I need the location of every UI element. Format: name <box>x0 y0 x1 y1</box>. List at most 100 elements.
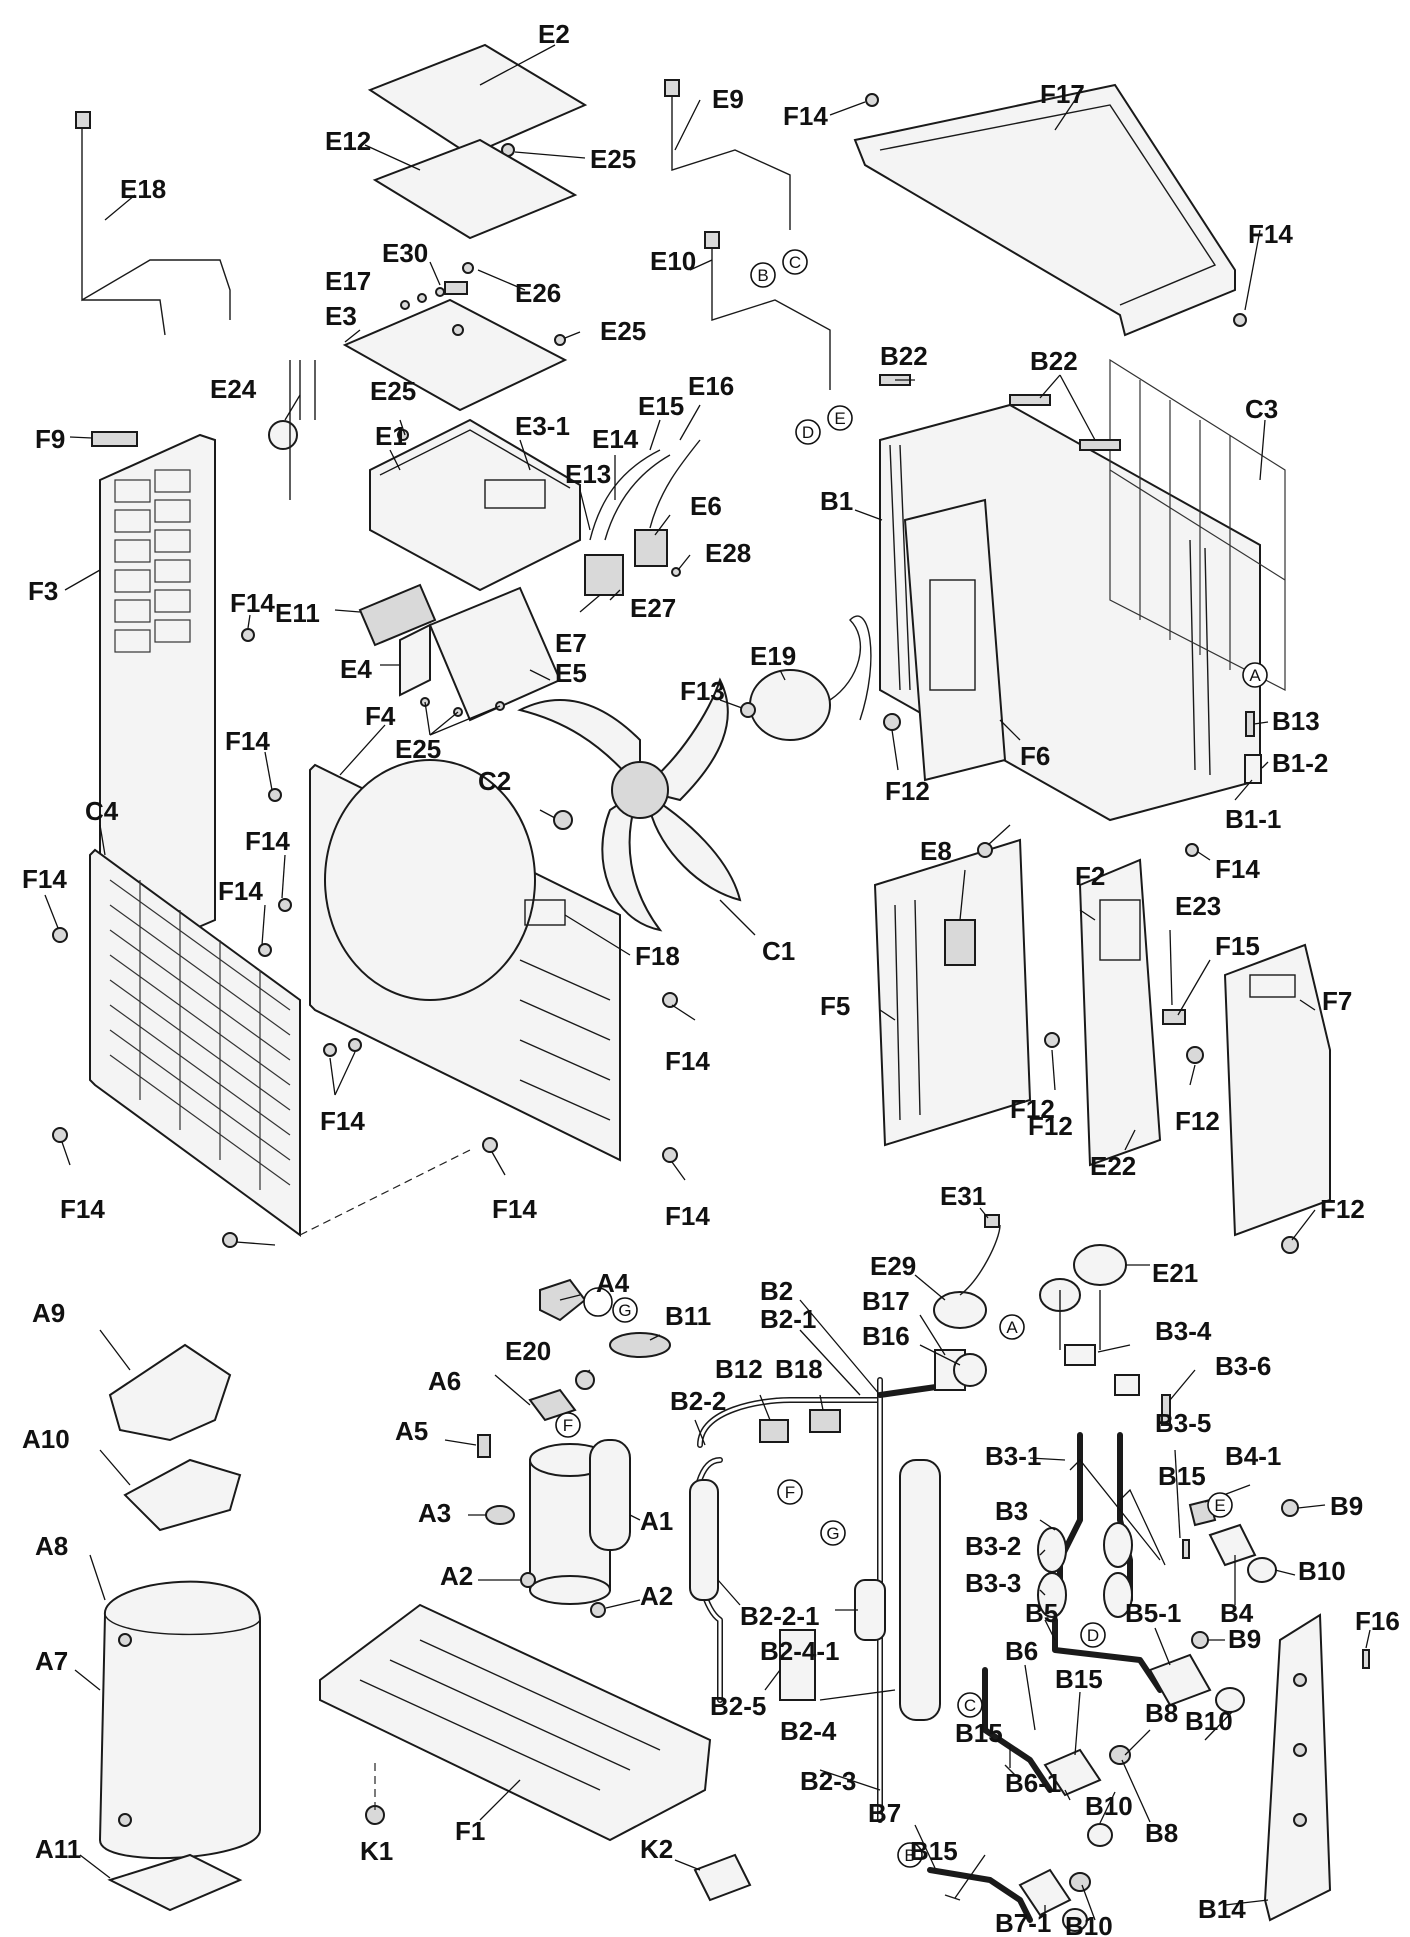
e1-edge <box>379 429 571 489</box>
f14-screw-fp-c <box>258 943 272 957</box>
callout-f5: F5 <box>820 991 850 1021</box>
callout-e3-1: E3-1 <box>515 411 570 441</box>
callout-b5: B5 <box>1025 1598 1058 1628</box>
f14-screw-f2 <box>1185 843 1199 857</box>
callout-f17: F17 <box>1040 79 1085 109</box>
callout-b8-b: B8 <box>1145 1818 1178 1848</box>
connector-a-top: A <box>1249 666 1261 685</box>
callout-f14-top-b: F14 <box>1248 219 1293 249</box>
b9-cap-a <box>1191 1631 1209 1649</box>
connector-b-top: B <box>757 266 768 285</box>
callout-e25-d: E25 <box>395 734 441 764</box>
callout-e10: E10 <box>650 246 696 276</box>
a3-nut <box>485 1505 515 1525</box>
connector-b-pipe: B <box>904 1846 915 1865</box>
f14-screw-fp-b <box>278 898 292 912</box>
callout-e20: E20 <box>505 1336 551 1366</box>
callout-b10-c: B10 <box>1085 1791 1133 1821</box>
callout-e3: E3 <box>325 301 357 331</box>
f14-screw-top-b <box>1233 313 1247 327</box>
callout-a11: A11 <box>35 1834 81 1864</box>
connector-e-top: E <box>834 409 845 428</box>
callout-b15-c: B15 <box>955 1718 1003 1748</box>
callout-k2: K2 <box>640 1834 673 1864</box>
b10-nut-d <box>1062 1908 1088 1932</box>
callout-e13: E13 <box>565 459 611 489</box>
connector-f-compressor: F <box>563 1416 573 1435</box>
callout-f14-f2: F14 <box>1215 854 1260 884</box>
callout-b7: B7 <box>868 1798 901 1828</box>
callout-f12-a: F12 <box>885 776 930 806</box>
callout-f12-c: F12 <box>1028 1111 1073 1141</box>
e7-terminal-block <box>584 554 624 596</box>
callout-a7: A7 <box>35 1646 68 1676</box>
callout-e16: E16 <box>688 371 734 401</box>
f14-screw-gr-c <box>222 1232 238 1248</box>
e24-ferrite <box>268 420 298 450</box>
b14-valve-mount-plate <box>1263 1613 1332 1922</box>
callout-e1: E1 <box>375 421 407 451</box>
f4-side-slats <box>519 959 611 1121</box>
f2-window <box>1099 899 1141 961</box>
insulation-group <box>98 1343 261 1912</box>
b14-hole-c <box>1293 1813 1307 1827</box>
f12-screw-b <box>977 842 993 858</box>
f14-screw-fp-d <box>662 992 678 1008</box>
a4-connector-ring <box>583 1287 613 1317</box>
e6-terminal-block <box>634 529 668 567</box>
b8-nut-a <box>1109 1745 1131 1765</box>
f6-motor-bracket <box>903 498 1007 782</box>
f14-screw-fp-f <box>348 1038 362 1052</box>
b3-strainer-b <box>1103 1522 1133 1568</box>
callout-c4: C4 <box>85 796 119 826</box>
b2-pipe-highlight <box>698 1398 882 1447</box>
callout-e27: E27 <box>630 593 676 623</box>
b8-nut-b <box>1069 1872 1091 1892</box>
callout-e29: E29 <box>870 1251 916 1281</box>
connector-markers: B C D E G F F G A E D C B <box>555 249 1233 1868</box>
callout-e25-b: E25 <box>600 316 646 346</box>
callout-a5: A5 <box>395 1416 428 1446</box>
callout-b9-b: B9 <box>1228 1624 1261 1654</box>
callout-b3-2: B3-2 <box>965 1531 1021 1561</box>
callout-e14: E14 <box>592 424 639 454</box>
f7-service-cover <box>1223 943 1331 1237</box>
callout-a2-b: A2 <box>640 1581 673 1611</box>
callout-f14-side: F14 <box>230 588 275 618</box>
callout-e4: E4 <box>340 654 372 684</box>
b14-hole-b <box>1293 1743 1307 1757</box>
e12-insulation-sheet <box>372 138 578 240</box>
b6-pipe <box>982 1667 1053 1793</box>
callout-e31: E31 <box>940 1181 986 1211</box>
callout-e6: E6 <box>690 491 722 521</box>
callout-f15: F15 <box>1215 931 1260 961</box>
callout-b2-2: B2-2 <box>670 1386 726 1416</box>
f13-nut <box>740 702 756 718</box>
e18-connector <box>75 111 91 129</box>
e19-fan-motor <box>749 669 831 741</box>
electrical-box-group <box>342 43 701 722</box>
callout-a8: A8 <box>35 1531 68 1561</box>
callout-b13: B13 <box>1272 706 1320 736</box>
b3-4-valve-part <box>1064 1344 1096 1366</box>
callout-e19: E19 <box>750 641 796 671</box>
callout-b15-a: B15 <box>1158 1461 1206 1491</box>
connector-g-compressor: G <box>618 1301 631 1320</box>
e18-branch <box>82 299 166 336</box>
f12-screw-e <box>1281 1236 1299 1254</box>
b15-pin-a <box>1182 1539 1190 1559</box>
callout-b2: B2 <box>760 1276 793 1306</box>
e10-wire <box>711 240 831 390</box>
callout-f14-fp-g: F14 <box>665 1201 710 1231</box>
e17-screw-c <box>435 287 445 297</box>
e29-coil <box>933 1291 987 1329</box>
callout-f14-fp-e: F14 <box>320 1106 365 1136</box>
callout-b4-1: B4-1 <box>1225 1441 1281 1471</box>
b2-4-accumulator <box>899 1459 941 1721</box>
callout-e5: E5 <box>555 658 587 688</box>
e5-mount-plate <box>428 586 562 722</box>
b10-nut-a <box>1215 1687 1245 1713</box>
f5-side-panel <box>873 838 1032 1147</box>
e17-screw-a <box>400 300 410 310</box>
callout-f9: F9 <box>35 424 65 454</box>
